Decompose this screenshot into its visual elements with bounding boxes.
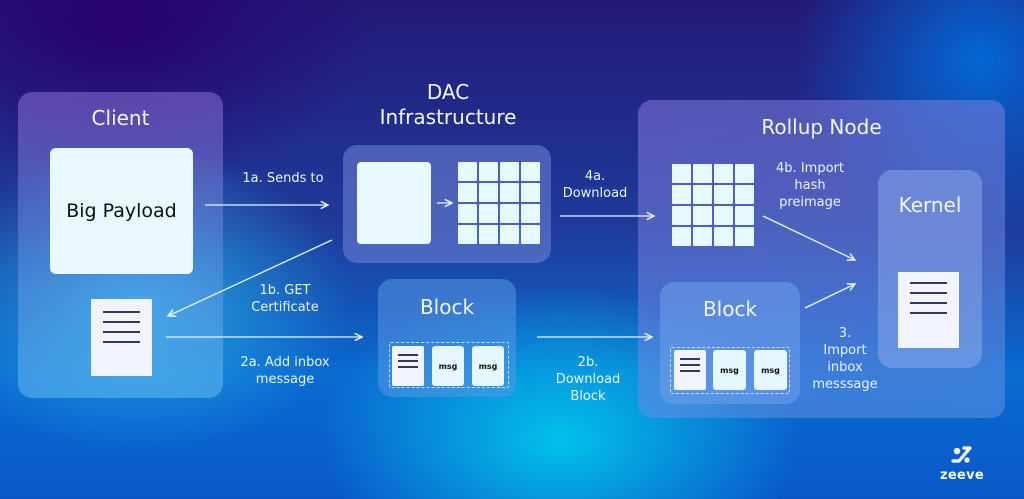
grid-cell: [479, 225, 498, 244]
grid-cell: [714, 227, 733, 246]
dac-title-line1: DAC: [426, 80, 470, 104]
grid-cell: [714, 185, 733, 204]
edge-label-line: 1b. GET: [259, 283, 311, 298]
edge-label-line: Import: [823, 343, 867, 358]
edge-label-1a: 1a. Sends to: [228, 170, 338, 187]
client-title: Client: [91, 106, 150, 130]
grid-cell: [521, 204, 540, 223]
edge-label-line: preimage: [779, 195, 841, 210]
zeeve-logo-text: zeeve: [940, 468, 984, 483]
edge-label-line: Download: [555, 372, 621, 387]
edge-label-line: Block: [570, 389, 606, 404]
rollup-block-title: Block: [702, 297, 758, 321]
grid-cell: [479, 204, 498, 223]
dac-payload-box: [357, 162, 431, 244]
edge-label-line: Download: [562, 186, 628, 201]
dac-title: DAC Infrastructure: [350, 80, 546, 130]
edge-label-1b: 1b. GET Certificate: [230, 282, 340, 316]
grid-cell: [458, 204, 477, 223]
kernel-title: Kernel: [898, 193, 962, 217]
big-payload-box: Big Payload: [50, 148, 193, 274]
grid-cell: [458, 225, 477, 244]
grid-cell: [714, 206, 733, 225]
grid-cell: [693, 164, 712, 183]
grid-cell: [693, 227, 712, 246]
edge-label-line: hash: [794, 178, 826, 193]
grid-cell: [521, 183, 540, 202]
grid-cell: [672, 206, 691, 225]
grid-cell: [458, 183, 477, 202]
edge-label-4b: 4b. Import hash preimage: [762, 160, 858, 211]
edge-label-line: 4b. Import: [776, 161, 844, 176]
kernel-document-icon: [898, 272, 959, 348]
rollup-block-msg: msg: [713, 350, 746, 390]
inbox-block-messages-outline: [389, 342, 509, 388]
edge-label-line: 3.: [838, 326, 852, 341]
edge-label-line: 1a. Sends to: [242, 171, 324, 186]
grid-cell: [521, 225, 540, 244]
grid-cell: [672, 164, 691, 183]
inbox-block-msg: msg: [432, 346, 464, 386]
edge-label-line: 4a.: [584, 169, 606, 184]
inbox-block-title: Block: [419, 295, 475, 319]
edge-label-4a: 4a. Download: [550, 168, 640, 202]
rollup-block-messages-outline: [670, 347, 790, 394]
dac-title-line2: Infrastructure: [379, 105, 517, 129]
edge-label-line: inbox: [827, 360, 863, 375]
grid-cell: [735, 164, 754, 183]
edge-label-line: messsage: [812, 377, 878, 392]
grid-cell: [500, 225, 519, 244]
grid-cell: [735, 206, 754, 225]
edge-label-2b: 2b. Download Block: [538, 354, 638, 405]
zeeve-logo: zeeve: [938, 446, 986, 483]
rollup-block-document-icon: [674, 350, 706, 390]
dac-pages-grid: [458, 162, 540, 244]
grid-cell: [693, 185, 712, 204]
grid-cell: [672, 227, 691, 246]
grid-cell: [479, 183, 498, 202]
zeeve-logo-icon: [951, 446, 972, 463]
grid-cell: [479, 162, 498, 181]
grid-cell: [735, 185, 754, 204]
rollup-pages-grid: [672, 164, 754, 246]
edge-label-line: message: [255, 372, 315, 387]
certificate-document-icon: [91, 299, 152, 376]
edge-label-line: Certificate: [251, 300, 319, 315]
grid-cell: [735, 227, 754, 246]
grid-cell: [500, 162, 519, 181]
inbox-block-document-icon: [392, 346, 424, 386]
grid-cell: [714, 164, 733, 183]
edge-label-line: 2a. Add inbox: [240, 355, 330, 370]
edge-label-3: 3. Import inbox messsage: [800, 325, 890, 393]
grid-cell: [458, 162, 477, 181]
grid-cell: [672, 185, 691, 204]
inbox-block-msg: msg: [472, 346, 504, 386]
edge-label-line: 2b.: [577, 355, 599, 370]
grid-cell: [693, 206, 712, 225]
grid-cell: [500, 204, 519, 223]
rollup-block-msg: msg: [754, 350, 787, 390]
rollup-node-title: Rollup Node: [761, 115, 882, 139]
grid-cell: [521, 162, 540, 181]
edge-label-2a: 2a. Add inbox message: [222, 354, 348, 388]
grid-cell: [500, 183, 519, 202]
